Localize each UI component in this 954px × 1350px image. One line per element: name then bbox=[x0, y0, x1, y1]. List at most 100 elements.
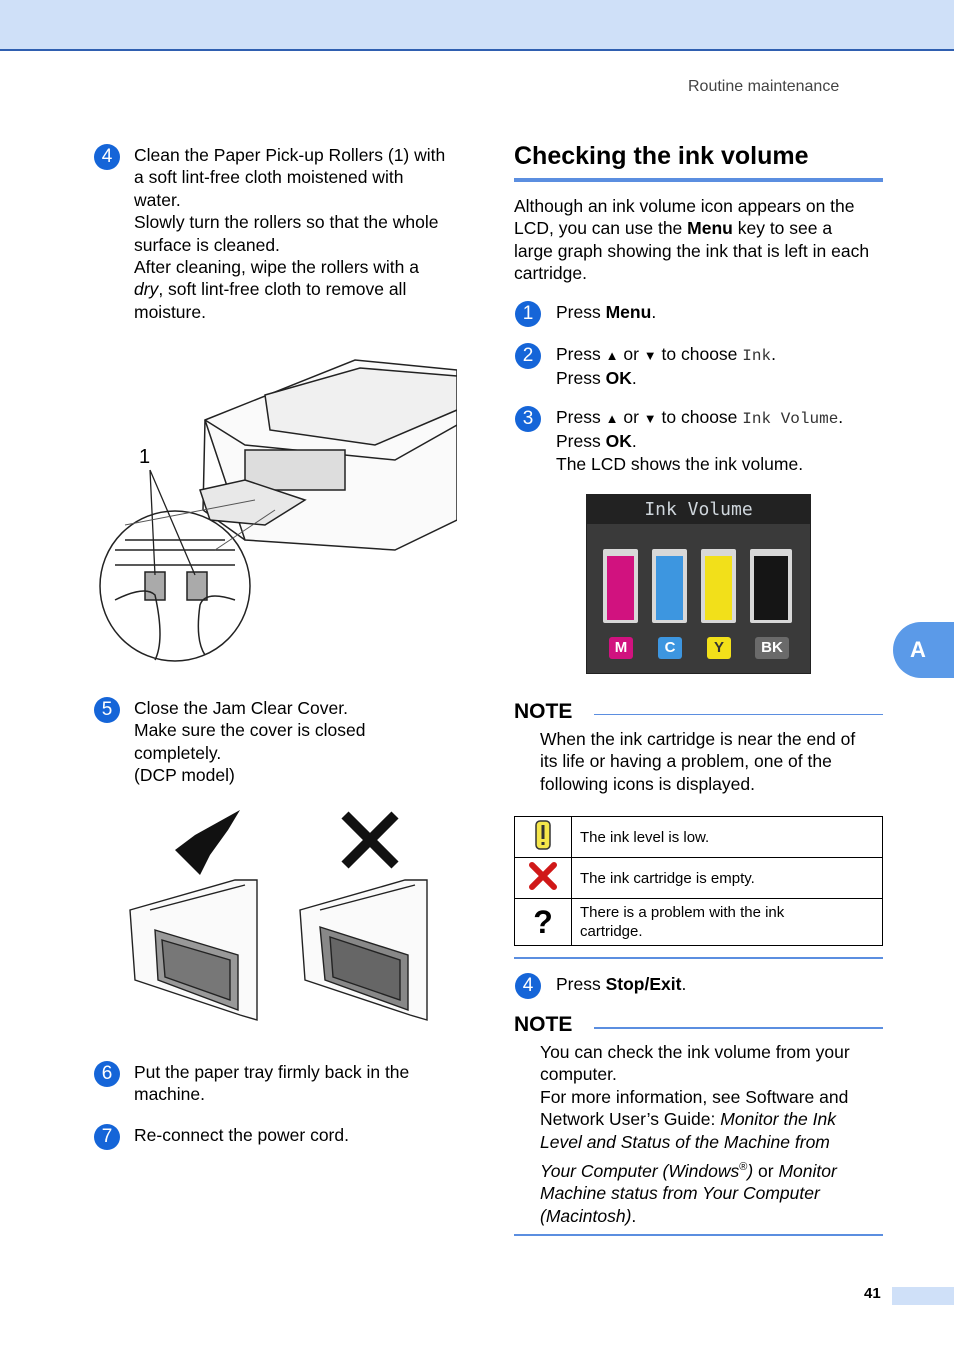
note-end-rule bbox=[514, 957, 883, 959]
text-run: Press bbox=[556, 344, 606, 364]
text-line: water. bbox=[134, 189, 181, 210]
question-mark-icon: ? bbox=[533, 904, 553, 940]
tank-label-y: Y bbox=[707, 637, 731, 659]
tank-label-m: M bbox=[609, 637, 633, 659]
text-line: (Macintosh). bbox=[540, 1205, 885, 1227]
guide-reference: Monitor the Ink bbox=[720, 1109, 836, 1130]
text-line: Level and Status of the Machine from bbox=[540, 1131, 885, 1153]
text-line: cartridge. bbox=[580, 923, 643, 940]
note-heading: NOTE bbox=[514, 1013, 573, 1036]
ink-tank-cyan bbox=[652, 549, 687, 623]
text-line: Although an ink volume icon appears on t… bbox=[514, 196, 855, 216]
text-line: following icons is displayed. bbox=[540, 773, 755, 794]
text-run: Press bbox=[556, 974, 606, 994]
step-number-badge: 5 bbox=[94, 697, 120, 723]
text-line: surface is cleaned. bbox=[134, 234, 280, 255]
text-line: computer. bbox=[540, 1064, 617, 1085]
ink-empty-cross-icon bbox=[529, 861, 557, 890]
registered-mark: ® bbox=[739, 1161, 748, 1174]
note-heading: NOTE bbox=[514, 700, 573, 723]
text-run: . bbox=[838, 407, 844, 427]
section-title: Checking the ink volume bbox=[514, 142, 809, 170]
text-run: or bbox=[618, 344, 644, 364]
text-run: . bbox=[631, 431, 637, 452]
step-text: Put the paper tray firmly back in the ma… bbox=[134, 1061, 464, 1106]
table-cell: The ink level is low. bbox=[571, 816, 883, 858]
ink-status-icon-table: The ink level is low. The ink cartridge … bbox=[514, 816, 883, 946]
key-label: OK bbox=[605, 368, 632, 389]
text-line: machine. bbox=[134, 1084, 206, 1105]
ink-tank-magenta bbox=[603, 549, 638, 623]
ink-low-warning-icon bbox=[535, 819, 551, 850]
text-line: There is a problem with the ink bbox=[580, 904, 785, 921]
step-number-badge: 1 bbox=[515, 301, 541, 327]
down-arrow-icon: ▼ bbox=[643, 411, 657, 426]
text-run: . bbox=[651, 302, 657, 322]
ink-level-fill bbox=[607, 556, 634, 620]
step-text: Close the Jam Clear Cover. Make sure the… bbox=[134, 697, 464, 787]
text-line: moisture. bbox=[134, 301, 206, 322]
text-line: large graph showing the ink that is left… bbox=[514, 240, 870, 261]
running-header: Routine maintenance bbox=[688, 78, 840, 95]
text-line: When the ink cartridge is near the end o… bbox=[540, 729, 856, 749]
step-number-badge: 3 bbox=[515, 406, 541, 432]
text-run: . bbox=[631, 1205, 637, 1226]
lcd-menu-item: Ink Volume bbox=[742, 410, 839, 428]
step-number-badge: 4 bbox=[94, 144, 120, 170]
roller-cleaning-illustration bbox=[99, 359, 457, 662]
step-number-badge: 4 bbox=[515, 973, 541, 999]
ink-tank-yellow bbox=[701, 549, 736, 623]
text-line: Press OK. bbox=[556, 367, 886, 389]
step-number-badge: 7 bbox=[94, 1124, 120, 1150]
note-body: You can check the ink volume from your c… bbox=[540, 1041, 885, 1227]
text-run: key to see a bbox=[732, 218, 833, 239]
text-run: to choose bbox=[656, 407, 743, 427]
guide-reference: Your Computer (Windows bbox=[540, 1160, 740, 1181]
text-line: Close the Jam Clear Cover. bbox=[134, 698, 348, 718]
chapter-tab[interactable]: A bbox=[893, 622, 954, 678]
text-run: to choose bbox=[656, 344, 743, 364]
table-cell bbox=[514, 816, 572, 858]
text-run: or bbox=[753, 1160, 779, 1181]
text-line: Re-connect the power cord. bbox=[134, 1125, 349, 1145]
tank-label-bk: BK bbox=[755, 637, 789, 659]
table-cell: ? bbox=[514, 898, 572, 946]
text-run: LCD, you can use the bbox=[514, 218, 688, 239]
key-label: Stop/Exit bbox=[605, 974, 682, 994]
incorrect-cross-icon bbox=[341, 811, 399, 869]
key-label: Menu bbox=[605, 302, 652, 322]
text-run: Press bbox=[556, 431, 606, 452]
up-arrow-icon: ▲ bbox=[605, 348, 619, 363]
text-line: Put the paper tray firmly back in the bbox=[134, 1062, 410, 1082]
cover-closed-comparison-illustration bbox=[129, 810, 428, 1021]
text-line: LCD, you can use the Menu key to see a bbox=[514, 217, 884, 239]
text-line: The LCD shows the ink volume. bbox=[556, 453, 804, 474]
step-text: Clean the Paper Pick-up Rollers (1) with… bbox=[134, 144, 464, 323]
text-line: Slowly turn the rollers so that the whol… bbox=[134, 212, 439, 233]
note-rule bbox=[594, 1027, 883, 1029]
text-run: Press bbox=[556, 302, 606, 322]
ink-level-fill bbox=[754, 556, 788, 620]
note-rule bbox=[594, 714, 883, 715]
table-cell: There is a problem with the ink cartridge… bbox=[571, 898, 883, 946]
text-line: For more information, see Software and bbox=[540, 1086, 849, 1107]
lcd-menu-item: Ink bbox=[742, 347, 772, 365]
text-run: or bbox=[618, 407, 644, 427]
text-line: Network User’s Guide: Monitor the Ink bbox=[540, 1108, 885, 1130]
text-line: Machine status from Your Computer bbox=[540, 1182, 885, 1204]
lcd-ink-volume-screen: Ink Volume M C Y BK bbox=[586, 494, 811, 674]
step-number-badge: 6 bbox=[94, 1061, 120, 1087]
step-text: Press ▲ or ▼ to choose Ink Volume. Press… bbox=[556, 406, 886, 475]
ink-tank-black bbox=[750, 549, 792, 623]
text-line: Clean the Paper Pick-up Rollers (1) with bbox=[134, 145, 446, 165]
guide-reference: Monitor bbox=[778, 1160, 837, 1181]
table-row: The ink cartridge is empty. bbox=[514, 857, 883, 899]
text-line: After cleaning, wipe the rollers with a bbox=[134, 257, 419, 278]
text-run: . bbox=[681, 974, 687, 994]
text-line: a soft lint-free cloth moistened with bbox=[134, 167, 404, 188]
guide-reference: (Macintosh) bbox=[540, 1205, 632, 1226]
step-text: Re-connect the power cord. bbox=[134, 1124, 464, 1146]
correct-checkmark-icon bbox=[175, 810, 240, 875]
text-line: Your Computer (Windows®) or Monitor bbox=[540, 1156, 885, 1182]
intro-paragraph: Although an ink volume icon appears on t… bbox=[514, 195, 884, 285]
